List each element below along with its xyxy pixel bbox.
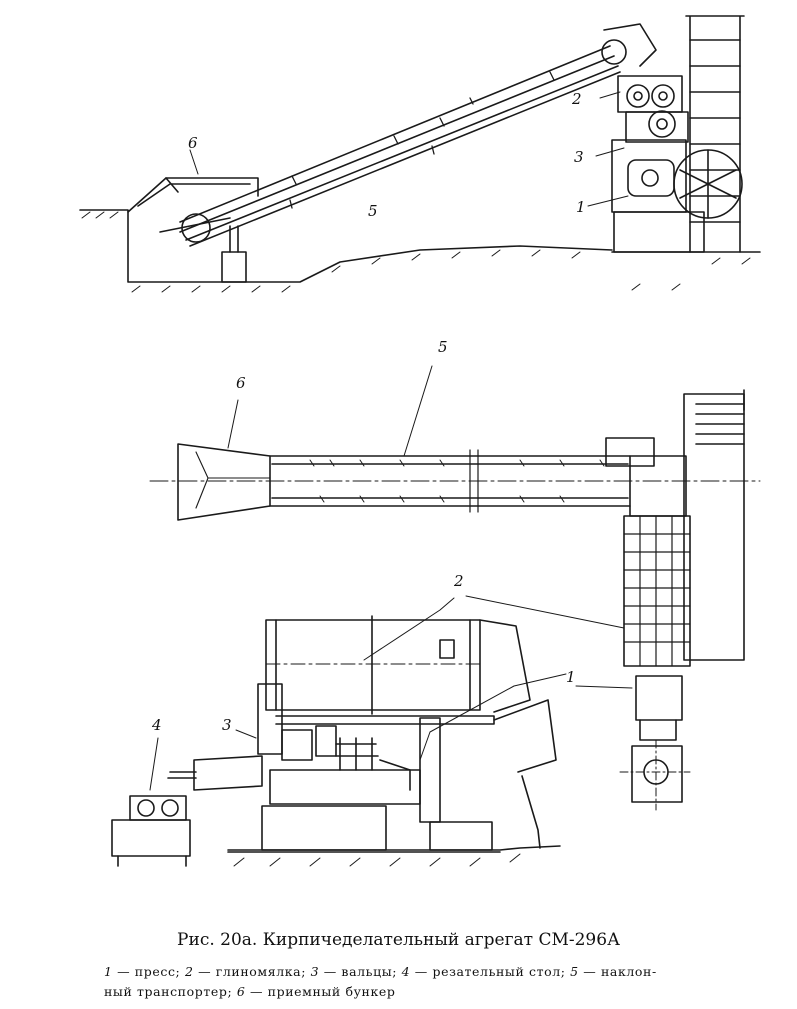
ground-line bbox=[79, 209, 761, 293]
label-clay-mixer-plan: 2 bbox=[453, 572, 464, 590]
side-elevation-view: 2 3 1 5 6 bbox=[79, 15, 761, 293]
rack-side bbox=[685, 15, 745, 253]
figure-caption-title: Рис. 20а. Кирпичеделательный агрегат СМ-… bbox=[177, 930, 620, 950]
ground-line-plan bbox=[227, 845, 561, 867]
label-press-top: 1 bbox=[576, 198, 586, 216]
flywheel bbox=[673, 149, 743, 219]
legend-num: 4 bbox=[401, 964, 411, 979]
legend-text: — резательный стол; bbox=[410, 964, 571, 979]
legend-text: — наклон- bbox=[578, 964, 657, 979]
legend-text: — вальцы; bbox=[319, 964, 402, 979]
transfer-block-plan bbox=[605, 437, 687, 517]
receiving-hopper-plan bbox=[177, 443, 271, 521]
legend-num: 1 bbox=[104, 964, 113, 979]
inclined-conveyor-side bbox=[179, 23, 657, 247]
legend-text: — глиномялка; bbox=[193, 964, 311, 979]
legend-num: 2 bbox=[184, 964, 194, 979]
extrusion-column bbox=[167, 755, 263, 791]
legend-num: 5 bbox=[570, 964, 579, 979]
cutting-table-front bbox=[111, 795, 191, 867]
label-press-plan: 1 bbox=[566, 668, 576, 686]
receiving-hopper-side bbox=[127, 177, 259, 243]
plan-view: 5 6 2 1 3 4 bbox=[111, 338, 761, 867]
legend-text: ный транспортер; bbox=[104, 984, 237, 999]
label-cutting-table-plan: 4 bbox=[151, 716, 162, 734]
label-conveyor-top: 5 bbox=[368, 202, 378, 220]
legend-num: 3 bbox=[310, 964, 320, 979]
press-plan bbox=[619, 675, 691, 811]
rollers-side bbox=[617, 75, 689, 143]
label-clay-mixer-top: 2 bbox=[571, 90, 582, 108]
label-conveyor-plan: 5 bbox=[438, 338, 448, 356]
inclined-conveyor-plan bbox=[149, 449, 761, 513]
label-hopper-top: 6 bbox=[188, 134, 198, 152]
legend-text: — приемный бункер bbox=[245, 984, 396, 999]
legend-text: — пресс; bbox=[112, 964, 185, 979]
rack-plan bbox=[683, 389, 745, 661]
clay-mixer-plan bbox=[623, 515, 691, 667]
hopper-support bbox=[221, 225, 247, 283]
clay-mixer-front bbox=[265, 615, 531, 715]
press-front bbox=[261, 699, 557, 851]
rollers-front bbox=[257, 683, 337, 761]
label-rollers-plan: 3 bbox=[222, 716, 232, 734]
legend-num: 6 bbox=[236, 984, 246, 999]
label-hopper-plan: 6 bbox=[236, 374, 246, 392]
press-side bbox=[611, 139, 705, 253]
label-rollers-top: 3 bbox=[574, 148, 584, 166]
figure-legend: 1 — пресс; 2 — глиномялка; 3 — вальцы; 4… bbox=[104, 962, 724, 1002]
